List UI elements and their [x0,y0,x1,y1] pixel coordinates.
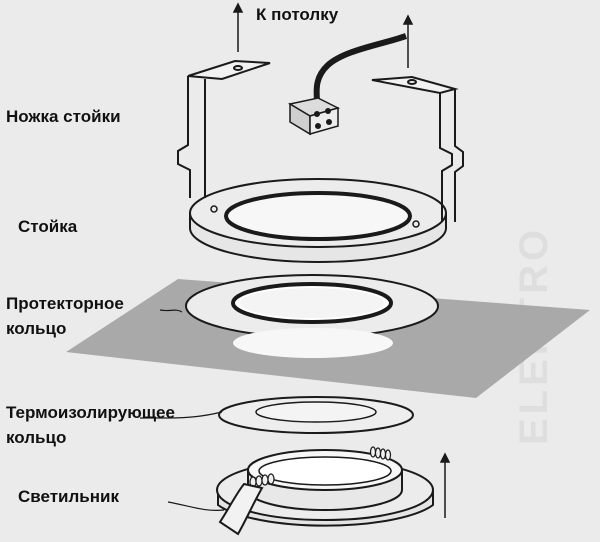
leader-protector [159,309,183,313]
ceiling-hole [233,328,393,358]
label-thermo-ring-line2: кольцо [6,428,67,447]
label-mount-leg: Ножка стойки [6,107,121,126]
mount-ring [189,178,447,263]
label-lamp: Светильник [18,487,119,506]
lamp-fixture [216,446,434,536]
ceiling-arrow-right [402,14,414,68]
side-arrow [439,452,451,518]
label-protector-ring-line2: кольцо [6,319,67,338]
leader-lamp [167,501,225,511]
leader-insulation [140,411,223,419]
label-thermo-ring-line1: Термоизолирующее [6,403,175,422]
label-mount: Стойка [18,217,78,236]
cable-connector [287,33,407,136]
thermo-insulating-ring [218,396,414,434]
label-protector-ring-line1: Протекторное [6,294,124,313]
protector-ring [185,274,439,338]
lamp-clip [218,482,264,536]
right-mount-leg [371,75,464,222]
left-mount-leg [177,59,271,198]
label-to-ceiling: К потолку [256,5,339,24]
ceiling-arrow-left [232,2,244,52]
